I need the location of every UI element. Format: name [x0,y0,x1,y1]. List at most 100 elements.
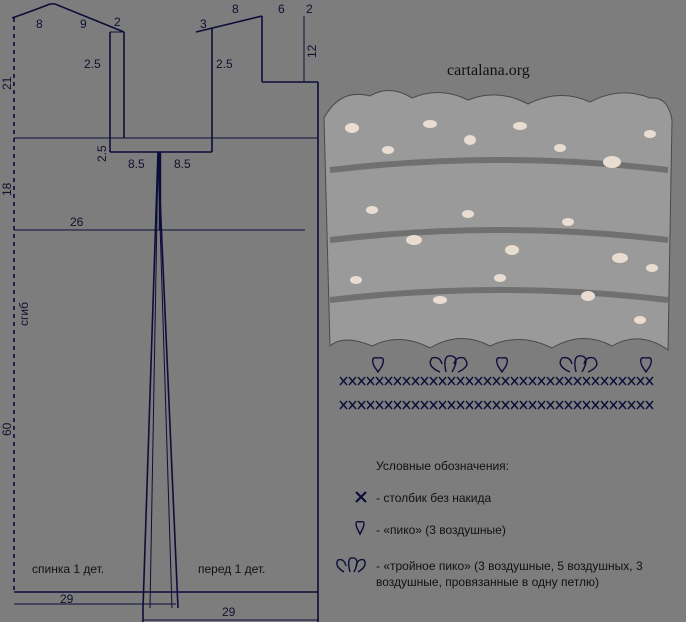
cross-icon [555,376,564,386]
cross-icon [591,400,600,410]
legend-item-single-crochet: - столбик без накида [376,491,492,505]
cross-icon [519,376,528,386]
cross-icon [438,400,447,410]
cross-icon [411,376,420,386]
cross-icon [510,376,519,386]
cross-icon [465,376,474,386]
cross-icon [465,400,474,410]
cross-icon [411,400,420,410]
dim-armhole-right: 2.5 [216,57,233,71]
triple-picot-icon [429,355,468,373]
dim-top-right-3: 3 [200,17,207,31]
fold-label: сгиб [17,302,31,326]
legend-item-picot: - «пико» (3 воздушные) [376,523,506,537]
label-back-piece: спинка 1 дет. [32,562,105,576]
cross-icon [357,400,366,410]
dim-armhole-left: 2.5 [84,57,101,71]
cross-icon [483,400,492,410]
cross-icon [600,400,609,410]
cross-icon [355,491,367,503]
cross-icon [645,376,654,386]
cross-icon [429,376,438,386]
cross-icon [348,400,357,410]
cross-icon [519,400,528,410]
cross-icon [366,376,375,386]
cross-icon [501,376,510,386]
cross-icon [384,400,393,410]
cross-icon [447,400,456,410]
cross-icon [573,376,582,386]
label-front-piece: перед 1 дет. [198,562,266,576]
triple-picot-icon [559,355,598,373]
dim-under-armhole: 2.5 [95,145,109,162]
cross-icon [609,376,618,386]
dim-left-60: 60 [0,422,14,436]
cross-icon [393,400,402,410]
cross-icon [492,376,501,386]
cross-icon [528,400,537,410]
picot-icon [355,520,365,536]
cross-icon [474,400,483,410]
dim-top-right-6: 6 [278,2,285,16]
dim-top-neck-left: 8 [36,17,43,31]
pattern-outline [11,3,319,622]
dim-left-18: 18 [0,182,14,196]
dim-top-right-2: 2 [306,2,313,16]
cross-icon [384,376,393,386]
cross-icon [546,376,555,386]
legend-title: Условные обозначения: [376,459,509,473]
cross-icon [447,376,456,386]
cross-icon [564,400,573,410]
dim-left-21: 21 [0,76,14,90]
cross-icon [618,376,627,386]
cross-icon [483,376,492,386]
dim-width-26: 26 [70,215,84,229]
cross-icon [456,400,465,410]
dim-top-9: 9 [80,17,87,31]
dim-half-left: 8.5 [128,157,145,171]
site-watermark: cartalana.org [447,62,530,79]
dim-half-right: 8.5 [174,157,191,171]
cross-icon [402,400,411,410]
cross-icon [582,376,591,386]
cross-icon [492,400,501,410]
cross-icon [564,376,573,386]
cross-icon [636,400,645,410]
triple-picot-icon [336,557,366,573]
crochet-chart [339,355,654,410]
cross-icon [627,400,636,410]
knit-photo [323,90,673,351]
cross-icon [546,400,555,410]
dim-top-left-2: 2 [114,15,121,29]
cross-icon [600,376,609,386]
picot-icon [495,356,509,374]
cross-icon [627,376,636,386]
cross-icon [348,376,357,386]
cross-icon [501,400,510,410]
cross-icon [582,400,591,410]
cross-icon [636,376,645,386]
cross-icon [591,376,600,386]
cross-icon [510,400,519,410]
cross-icon [609,400,618,410]
cross-icon [537,376,546,386]
cross-icon [402,376,411,386]
cross-icon [357,376,366,386]
cross-icon [618,400,627,410]
cross-icon [339,376,348,386]
dim-bottom-left: 29 [60,592,74,606]
picot-icon [639,356,653,374]
cross-icon [474,376,483,386]
cross-icon [645,400,654,410]
cross-icon [528,376,537,386]
legend-item-triple-picot: - «тройное пико» (3 воздушные, 5 воздушн… [376,559,643,589]
cross-icon [420,400,429,410]
cross-icon [573,400,582,410]
cross-icon [393,376,402,386]
cross-icon [375,376,384,386]
dim-top-right-8: 8 [232,2,239,16]
cross-icon [366,400,375,410]
cross-icon [339,400,348,410]
